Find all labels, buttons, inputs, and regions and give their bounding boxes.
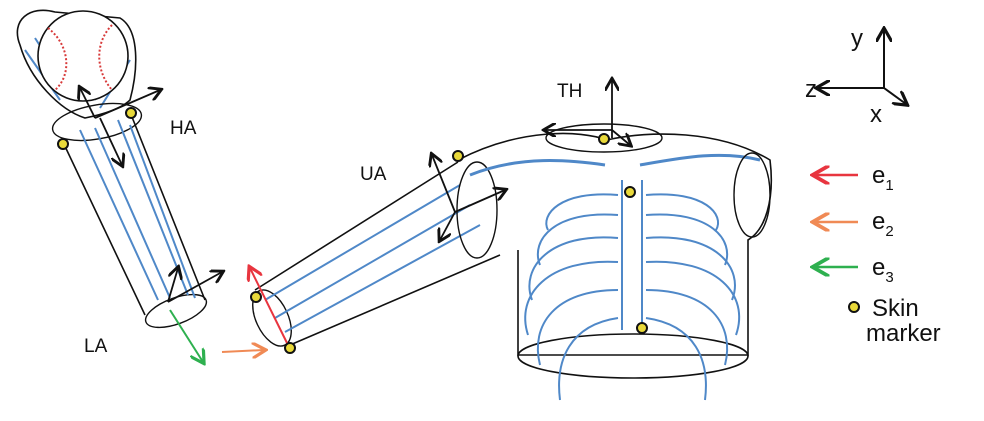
hand-segment [17, 10, 144, 146]
e3-vector-arrow [170, 310, 203, 362]
thorax-frame-axis [612, 130, 630, 145]
segment-label-thorax: TH [557, 81, 582, 102]
y-axis-label: y [851, 25, 863, 52]
legend-skin-marker-dot [849, 302, 859, 312]
legend-skin-marker-line2: marker [866, 320, 941, 347]
skin-marker-dot [126, 108, 136, 118]
legend-e3-label: e3 [872, 254, 894, 286]
legend: e1 e2 e3 Skin marker [815, 162, 941, 347]
x-axis-label: x [870, 101, 882, 128]
skin-marker-dot [599, 134, 609, 144]
x-axis-arrow [884, 88, 906, 104]
upper-arm-segment [245, 162, 500, 352]
hand-frame-axis [100, 118, 122, 165]
e2-vector-arrow [222, 350, 264, 352]
legend-skin-marker-line1: Skin [872, 295, 919, 322]
baseball [38, 11, 128, 101]
z-axis-label: z [805, 76, 817, 103]
skin-marker-dot [637, 323, 647, 333]
skin-marker-dot [251, 292, 261, 302]
skin-marker-dot [625, 187, 635, 197]
lower-arm-segment [62, 112, 211, 334]
upper-arm-frame-axis [440, 212, 455, 240]
segment-label-lower-arm: LA [84, 336, 108, 357]
segment-label-upper-arm: UA [360, 164, 387, 185]
skin-marker-dot [58, 139, 68, 149]
skin-marker-dot [285, 343, 295, 353]
upper-arm-frame-axis [432, 155, 455, 212]
thorax-segment [458, 124, 771, 400]
e1-vector-arrow [250, 268, 288, 345]
global-axes: y z x [805, 25, 906, 128]
legend-e1-label: e1 [872, 162, 894, 194]
segment-label-hand: HA [170, 118, 197, 139]
segment-frames [80, 80, 630, 302]
skin-marker-dot [453, 151, 463, 161]
legend-e2-label: e2 [872, 208, 894, 240]
